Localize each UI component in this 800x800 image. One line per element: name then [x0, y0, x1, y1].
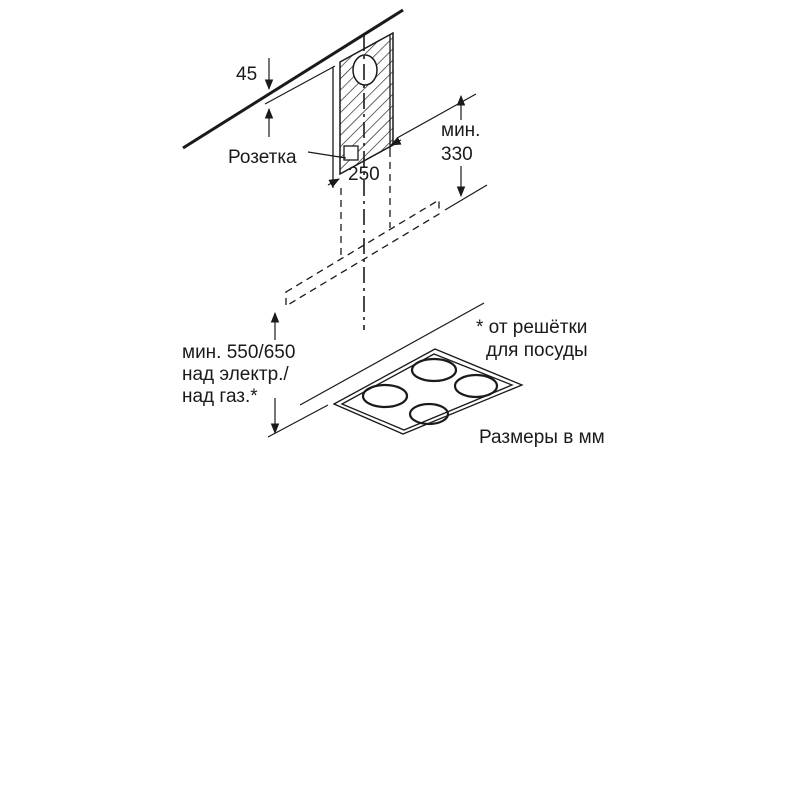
socket-box: [343, 145, 359, 161]
cooktop-inner-outline: [340, 353, 514, 431]
socket-label: Розетка: [228, 147, 297, 168]
burner-right: [453, 373, 499, 399]
min330-lower-ext: [444, 184, 488, 211]
min-height-label-line1: мин. 550/650: [182, 342, 295, 363]
burner-back: [410, 357, 458, 383]
ceiling-offset-label: 45: [236, 64, 257, 85]
worktop-back-edge: [299, 302, 485, 406]
min-height-label-line2: над электр./: [182, 364, 289, 385]
note-line1: * от решётки: [476, 317, 587, 338]
min-above-label-line2: 330: [441, 144, 473, 165]
duct-opening: [352, 54, 378, 86]
socket-leader: [307, 151, 347, 159]
cooktop-outline: [332, 348, 524, 435]
units-note: Размеры в мм: [479, 427, 605, 448]
ceiling-line: [182, 8, 404, 150]
width-dim-arrow-right: [390, 136, 402, 146]
ceiling-offset-line: [264, 65, 336, 105]
burner-front: [408, 402, 450, 426]
width-dim-arrow-left: [327, 178, 340, 188]
hood-canopy-outline: [285, 198, 440, 308]
burner-left: [361, 383, 409, 409]
note-line2: для посуды: [486, 340, 588, 361]
min-above-label-line1: мин.: [441, 120, 480, 141]
worktop-front-edge: [267, 404, 329, 438]
min-height-label-line3: над газ.*: [182, 386, 258, 407]
